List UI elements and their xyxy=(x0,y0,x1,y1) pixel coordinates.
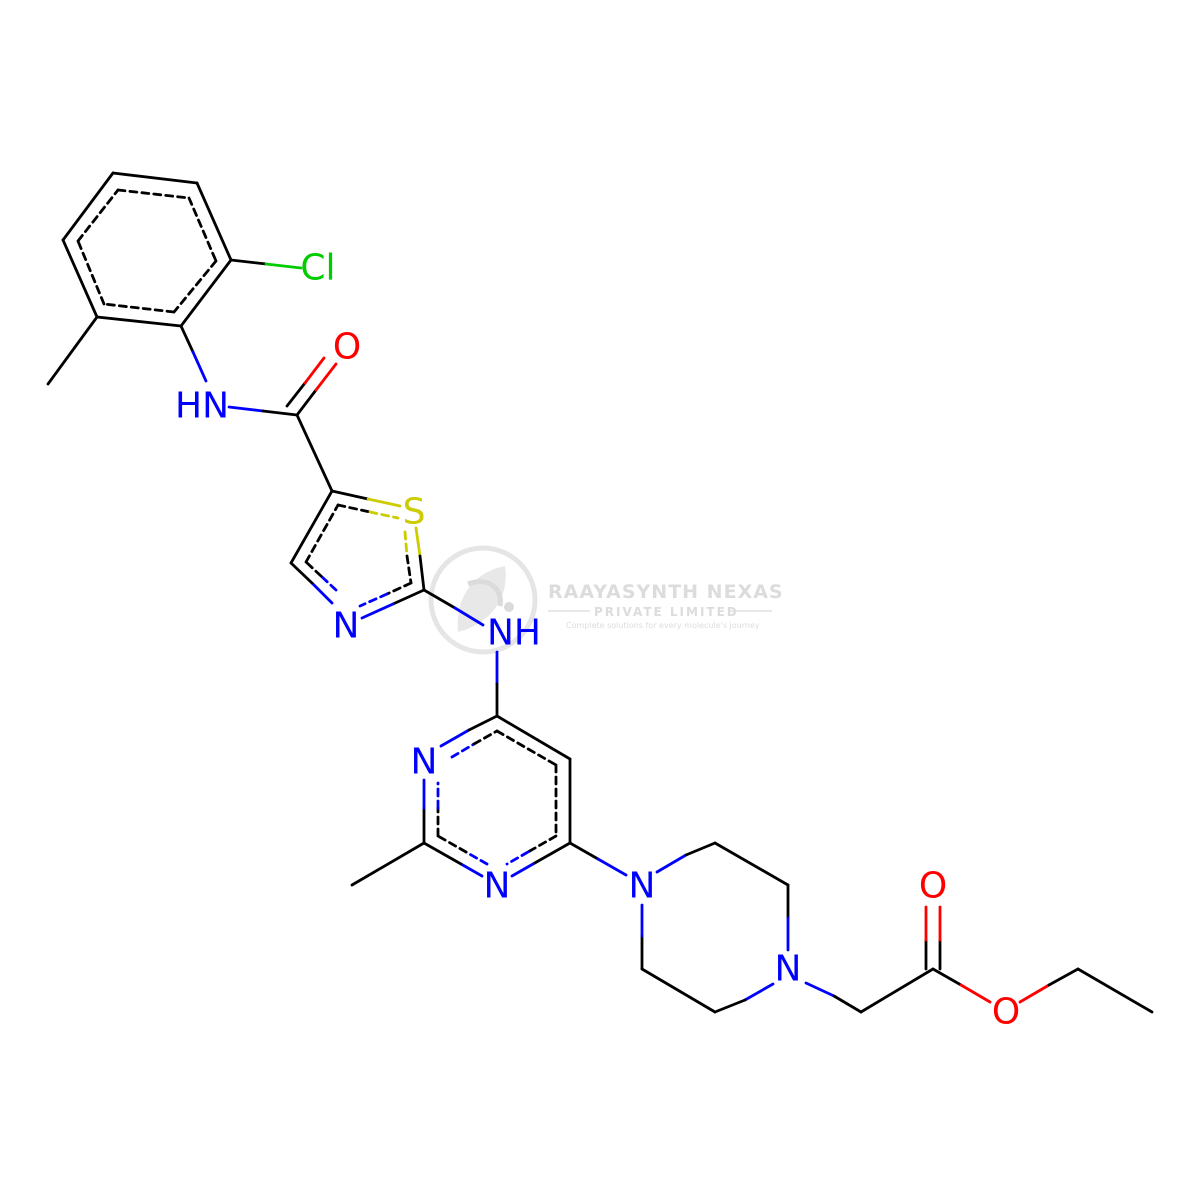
watermark-subtitle: PRIVATE LIMITED xyxy=(594,605,739,619)
atom-n-piperazine-right: N xyxy=(775,949,802,990)
atom-n-pyrimidine-top: N xyxy=(411,742,438,783)
atom-s-thiazole: S xyxy=(403,492,426,533)
watermark-tagline: Complete solutions for every molecule's … xyxy=(566,621,760,630)
atom-n-piperazine-left: N xyxy=(629,866,656,907)
watermark: RAAYASYNTH NEXAS PRIVATE LIMITED Complet… xyxy=(428,545,784,655)
watermark-company: RAAYASYNTH NEXAS xyxy=(548,581,784,603)
pyrimidine-ring xyxy=(422,714,572,878)
atom-n-pyrimidine-bottom: N xyxy=(484,866,511,907)
atom-o-carbonyl: O xyxy=(919,866,947,907)
atom-n-thiazole: N xyxy=(333,606,360,647)
atom-o-amide: O xyxy=(333,327,361,368)
atom-cl: Cl xyxy=(300,248,335,289)
atom-o-ester: O xyxy=(992,992,1020,1033)
bond-c-cl-2 xyxy=(264,262,303,270)
bond-c-cl xyxy=(229,258,268,266)
chlorotolyl-ring xyxy=(46,171,233,386)
atom-nh-linker: NH xyxy=(487,613,541,654)
thiazole-ring xyxy=(289,489,426,620)
atom-nh-amide: HN xyxy=(175,386,229,427)
atom-labels: Cl O HN S N NH N N N N O O xyxy=(175,248,1020,1033)
bonds xyxy=(46,171,1154,1014)
piperazine-ring xyxy=(640,841,790,1014)
